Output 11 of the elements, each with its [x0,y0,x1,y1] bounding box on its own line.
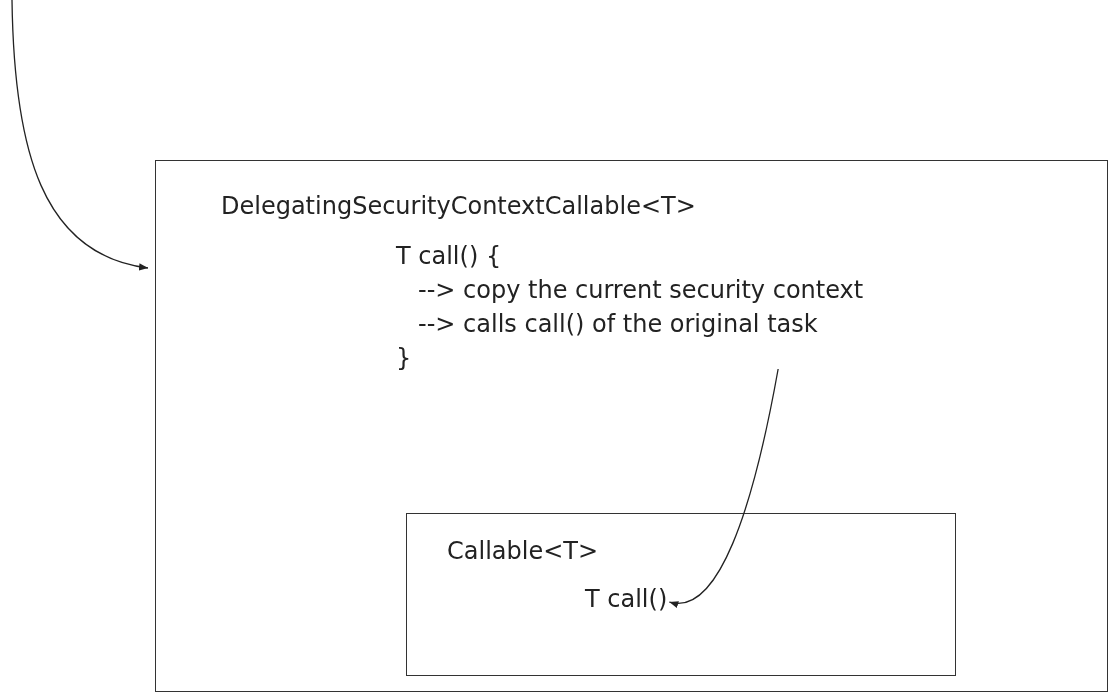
curved-arrow [11,0,149,270]
code-line: --> copy the current security context [418,275,864,305]
class-name: Callable<T> [447,536,599,566]
code-line: T call() { [396,241,502,271]
class-box [406,513,956,676]
code-line: --> calls call() of the original task [418,309,818,339]
curved-arrow [668,368,779,607]
class-name: DelegatingSecurityContextCallable<T> [221,191,696,221]
method-signature: T call() [585,584,668,614]
class-box [155,160,1108,692]
code-line: } [396,343,412,373]
